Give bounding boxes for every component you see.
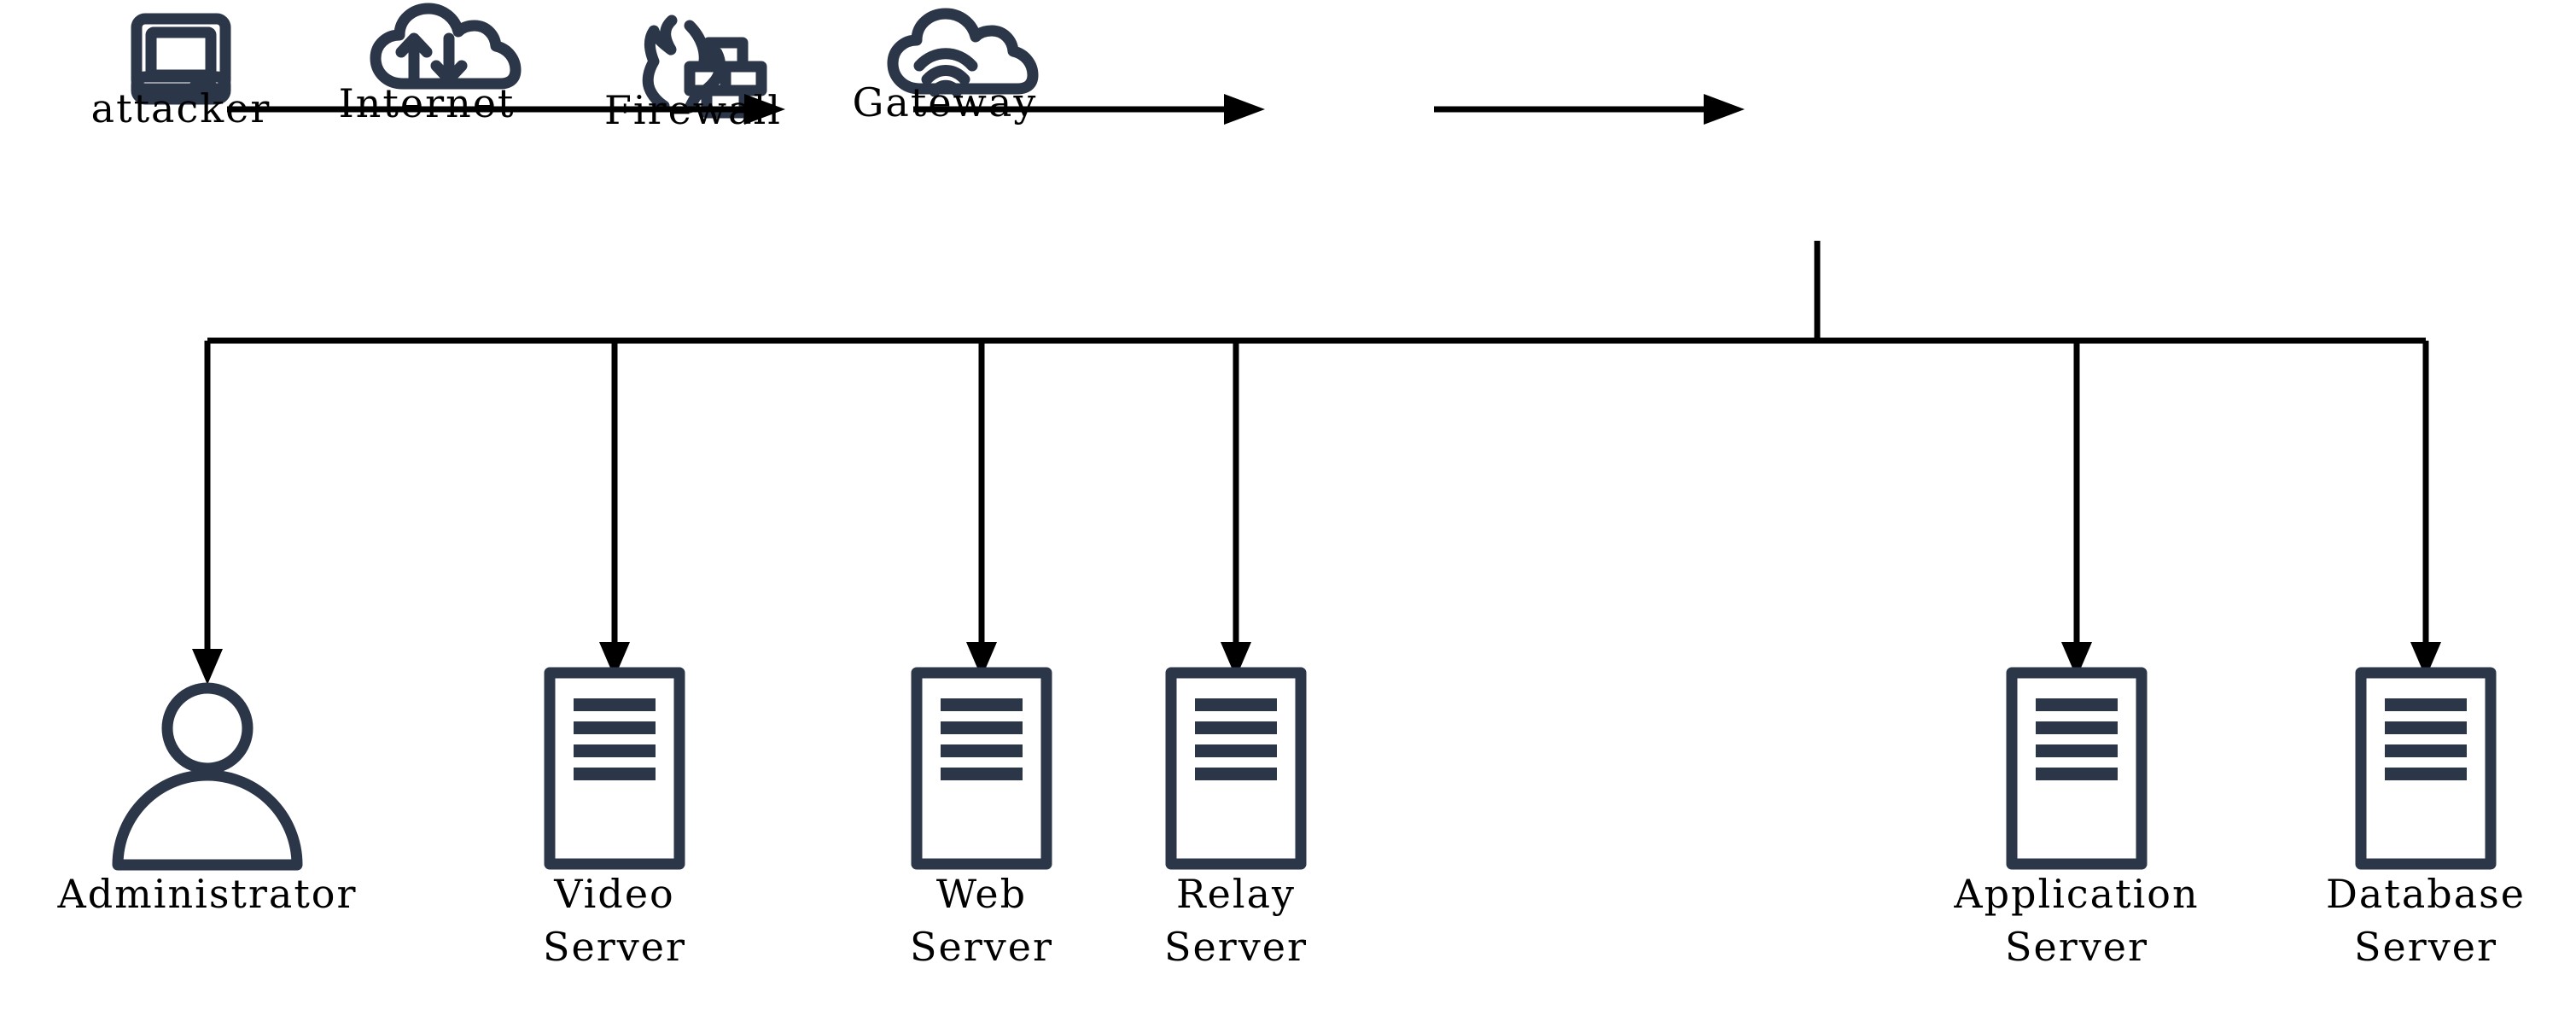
cloud-wifi-icon	[887, 8, 1039, 97]
drop-line-database-server	[2410, 341, 2441, 678]
server-rack-icon	[1165, 667, 1307, 870]
node-database-server[interactable]: Database Server	[2326, 667, 2526, 970]
node-label-database-server-line1: Database	[2326, 871, 2526, 917]
desktop-computer-icon	[131, 13, 231, 105]
node-attacker[interactable]: attacker	[91, 13, 271, 131]
arrow-internet-to-firewall	[913, 94, 1265, 125]
node-relay-server[interactable]: Relay Server	[1164, 667, 1308, 970]
arrow-firewall-to-gateway	[1434, 94, 1745, 125]
node-gateway[interactable]: Gateway	[853, 8, 1039, 126]
node-label-database-server-line2: Server	[2354, 924, 2497, 970]
cloud-updown-arrows-icon	[370, 3, 522, 90]
node-label-gateway: Gateway	[853, 79, 1038, 126]
user-person-icon	[112, 682, 303, 871]
node-label-application-server-line1: Application	[1953, 871, 2199, 917]
node-label-application-server-line2: Server	[2005, 924, 2148, 970]
server-rack-icon	[911, 667, 1052, 870]
node-label-administrator: Administrator	[56, 871, 357, 917]
drop-line-administrator	[192, 341, 223, 685]
server-rack-icon	[544, 667, 685, 870]
arrow-attacker-to-internet	[227, 94, 785, 125]
node-label-relay-server-line2: Server	[1164, 924, 1308, 970]
node-label-web-server-line2: Server	[910, 924, 1053, 970]
server-rack-icon	[2006, 667, 2148, 870]
drop-line-web-server	[966, 341, 997, 678]
node-label-relay-server-line1: Relay	[1176, 871, 1296, 917]
drop-line-application-server	[2061, 341, 2092, 678]
node-label-web-server-line1: Web	[936, 871, 1027, 917]
node-label-video-server-line2: Server	[543, 924, 686, 970]
drop-line-relay-server	[1221, 341, 1251, 678]
node-application-server[interactable]: Application Server	[1953, 667, 2199, 970]
node-label-internet: Internet	[339, 80, 516, 126]
node-web-server[interactable]: Web Server	[910, 667, 1053, 970]
node-internet[interactable]: Internet	[339, 3, 522, 126]
node-video-server[interactable]: Video Server	[543, 667, 686, 970]
drop-line-video-server	[599, 341, 630, 678]
server-rack-icon	[2355, 667, 2497, 870]
node-administrator[interactable]: Administrator	[56, 682, 357, 917]
node-label-video-server-line1: Video	[553, 871, 675, 917]
